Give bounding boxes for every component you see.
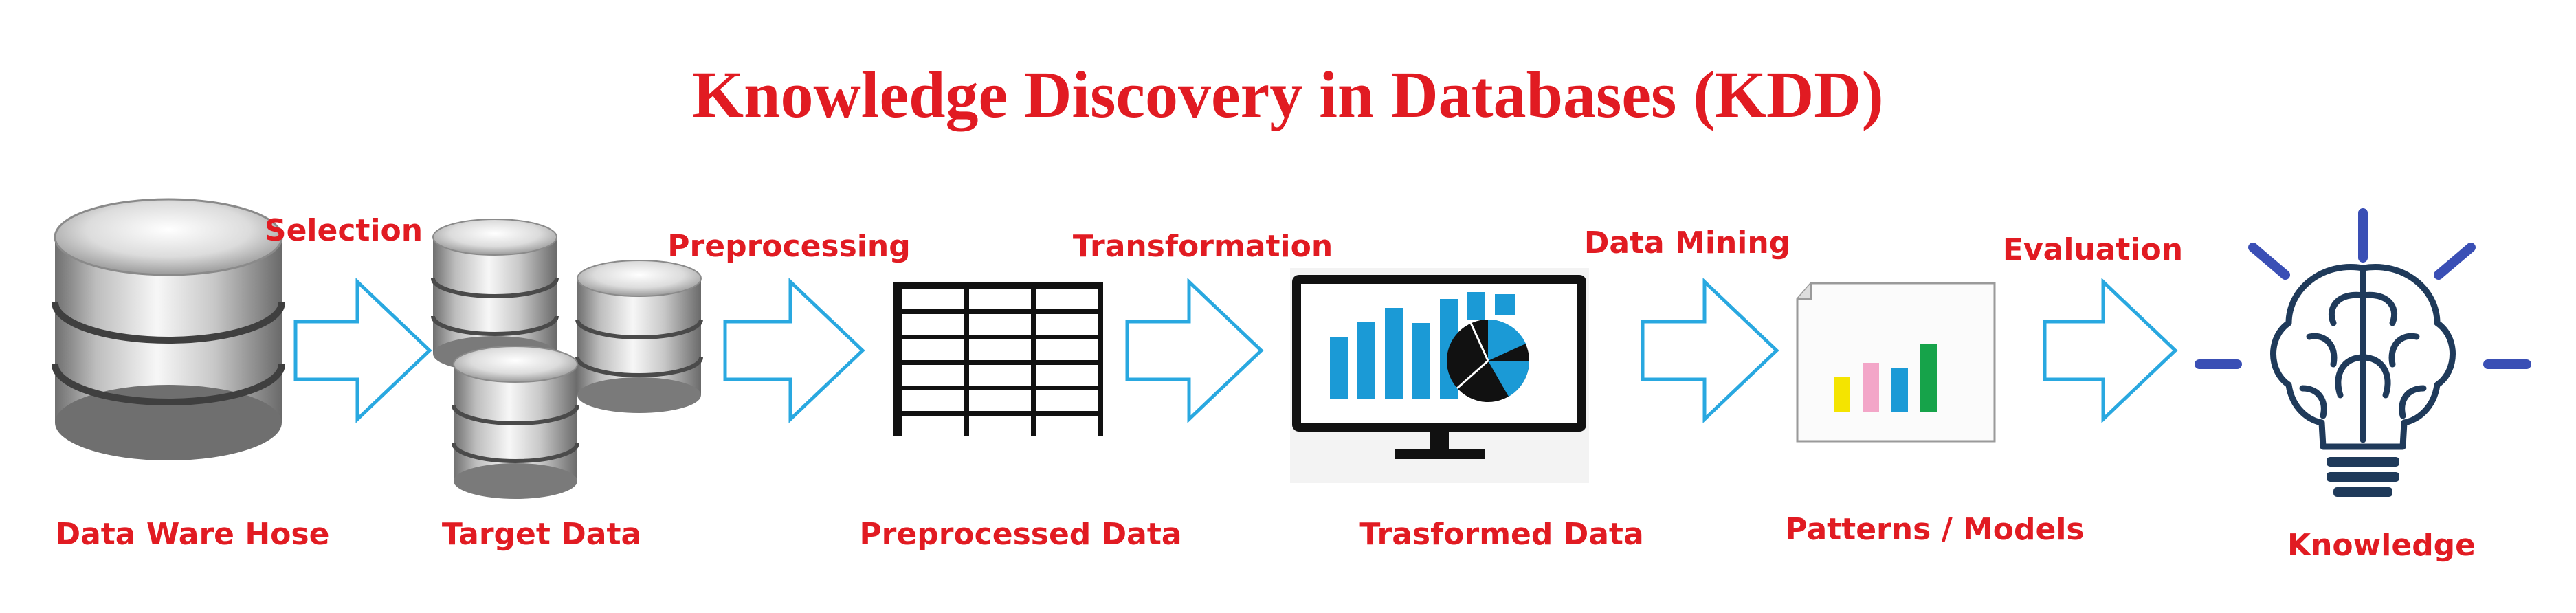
step-label-evaluation: Evaluation [2003, 232, 2183, 267]
preprocessing-arrow [723, 278, 865, 423]
step-label-data-mining: Data Mining [1584, 225, 1790, 260]
brain-lightbulb-icon [2195, 208, 2531, 497]
stage-label-preprocessed-data: Preprocessed Data [859, 517, 1181, 552]
page-title: Knowledge Discovery in Databases (KDD) [692, 58, 1883, 131]
stage-label-trasformed-data: Trasformed Data [1359, 517, 1643, 552]
data-mining-arrow [1641, 278, 1779, 423]
stage-label-data-ware-hose: Data Ware Hose [56, 517, 330, 552]
selection-arrow [293, 278, 432, 423]
table-grid-icon [893, 282, 1103, 436]
step-label-transformation: Transformation [1073, 229, 1333, 264]
stage-label-patterns-models: Patterns / Models [1785, 512, 2084, 547]
step-label-preprocessing: Preprocessing [667, 229, 910, 264]
monitor-chart-icon [1290, 268, 1589, 483]
transformation-arrow [1125, 278, 1264, 423]
evaluation-arrow [2043, 278, 2178, 423]
database-cluster-icon [433, 219, 701, 499]
stage-label-knowledge: Knowledge [2287, 528, 2476, 563]
step-label-selection: Selection [265, 213, 423, 248]
stage-label-target-data: Target Data [442, 517, 641, 552]
database-icon [52, 198, 285, 460]
document-chart-icon [1796, 282, 1996, 443]
